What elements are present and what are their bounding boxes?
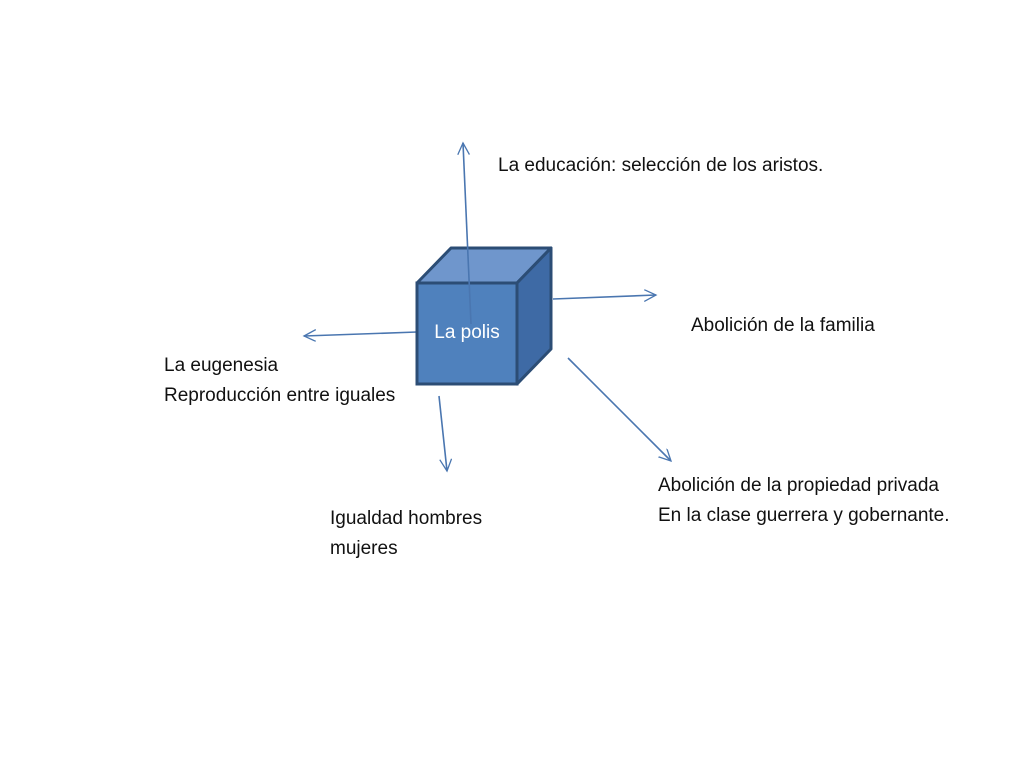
arrow-property	[567, 357, 671, 461]
label-eugenics-line2: Reproducción entre iguales	[164, 385, 396, 406]
label-equality-line1: Igualdad hombres	[330, 508, 483, 529]
label-property-line1: Abolición de la propiedad privada	[658, 475, 939, 496]
center-label: La polis	[434, 322, 500, 343]
arrow-eugenics	[304, 332, 418, 336]
label-family-line1: Abolición de la familia	[691, 315, 875, 336]
arrow-family	[552, 295, 656, 299]
label-family: Abolición de la familia	[691, 311, 875, 341]
label-equality-line2: mujeres	[330, 538, 398, 559]
label-eugenics: La eugenesia Reproducción entre iguales	[164, 351, 395, 411]
label-equality: Igualdad hombres mujeres	[330, 504, 482, 564]
arrow-equality	[438, 395, 447, 471]
label-education-line1: La educación: selección de los aristos.	[498, 155, 824, 176]
label-property-line2: En la clase guerrera y gobernante.	[658, 505, 950, 526]
label-eugenics-line1: La eugenesia	[164, 355, 279, 376]
label-property: Abolición de la propiedad privada En la …	[658, 471, 950, 531]
polis-cube	[415, 246, 553, 386]
label-education: La educación: selección de los aristos.	[498, 151, 823, 181]
arrow-education	[463, 143, 472, 325]
